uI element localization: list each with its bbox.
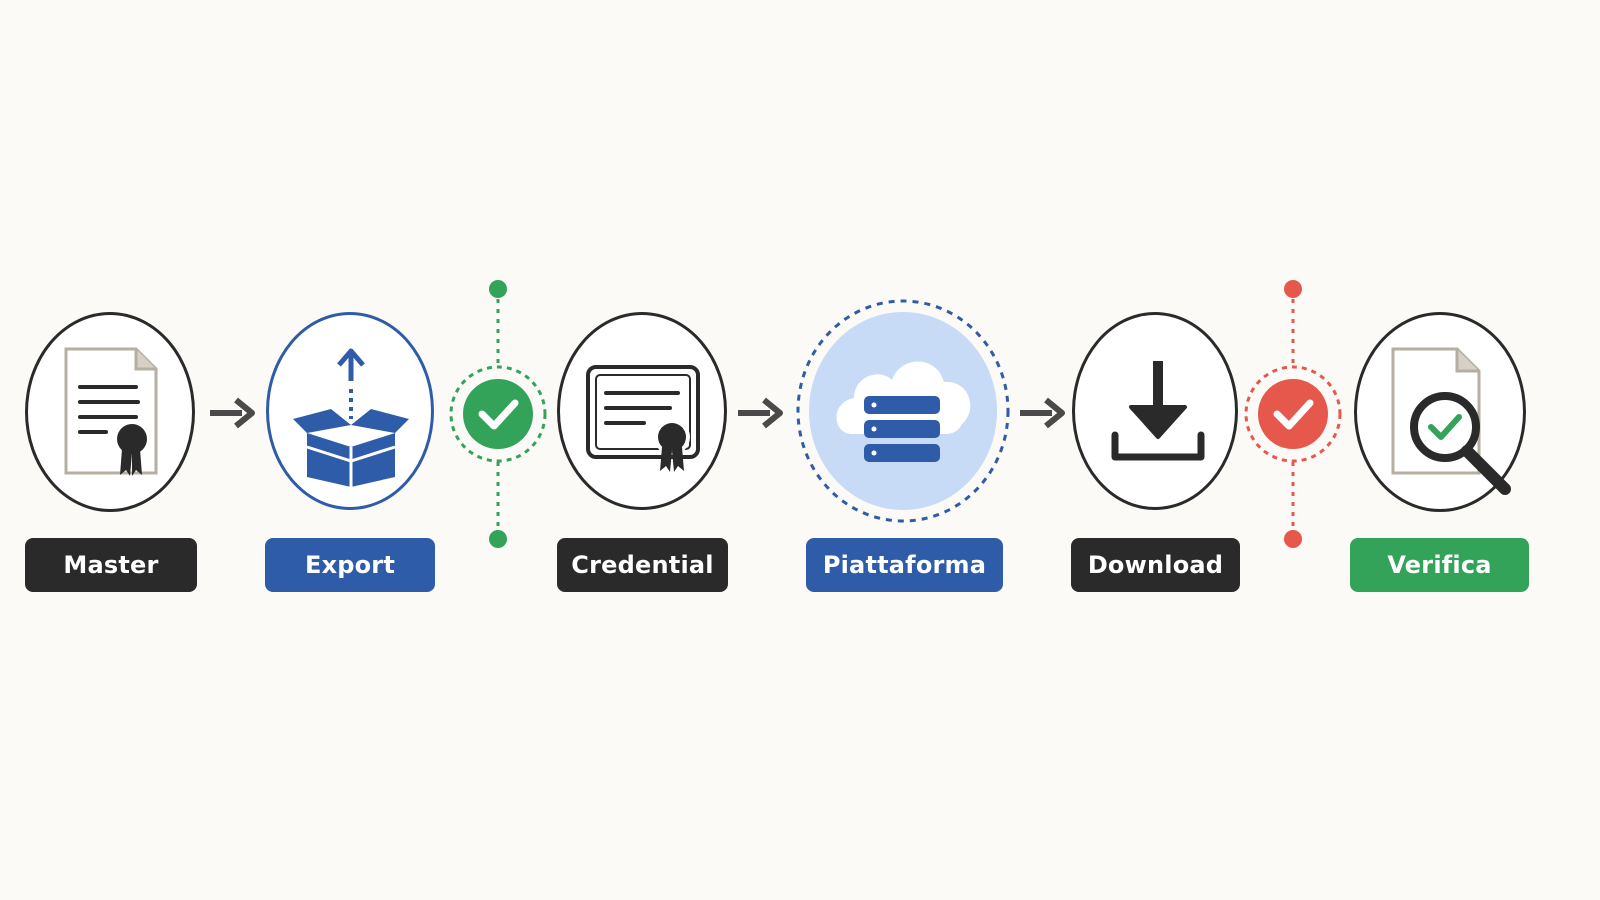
credential-certificate-icon <box>586 365 700 472</box>
download-label: Download <box>1071 538 1240 592</box>
credential-node <box>557 312 727 510</box>
cloud-server-icon <box>836 361 971 462</box>
arrow-right-icon <box>1020 397 1065 429</box>
master-label: Master <box>25 538 197 592</box>
master-node <box>25 312 195 512</box>
certificate-document-icon <box>64 347 158 476</box>
verifica-node <box>1354 312 1526 512</box>
verifica-label: Verifica <box>1350 538 1529 592</box>
checkmark-icon <box>1273 399 1314 430</box>
export-node <box>266 312 434 510</box>
package-export-icon <box>293 348 409 487</box>
credential-label: Credential <box>557 538 728 592</box>
download-node <box>1072 312 1238 510</box>
document-search-check-icon <box>1391 347 1511 495</box>
download-icon <box>1111 361 1205 461</box>
platform-node <box>796 299 1010 523</box>
error-checkpoint <box>1244 280 1342 548</box>
export-label: Export <box>265 538 435 592</box>
piattaforma-label: Piattaforma <box>806 538 1003 592</box>
checkmark-icon <box>478 399 519 430</box>
checkmark-icon <box>1428 414 1462 440</box>
success-checkpoint <box>449 280 547 548</box>
arrow-right-icon <box>210 397 255 429</box>
arrow-right-icon <box>738 397 783 429</box>
